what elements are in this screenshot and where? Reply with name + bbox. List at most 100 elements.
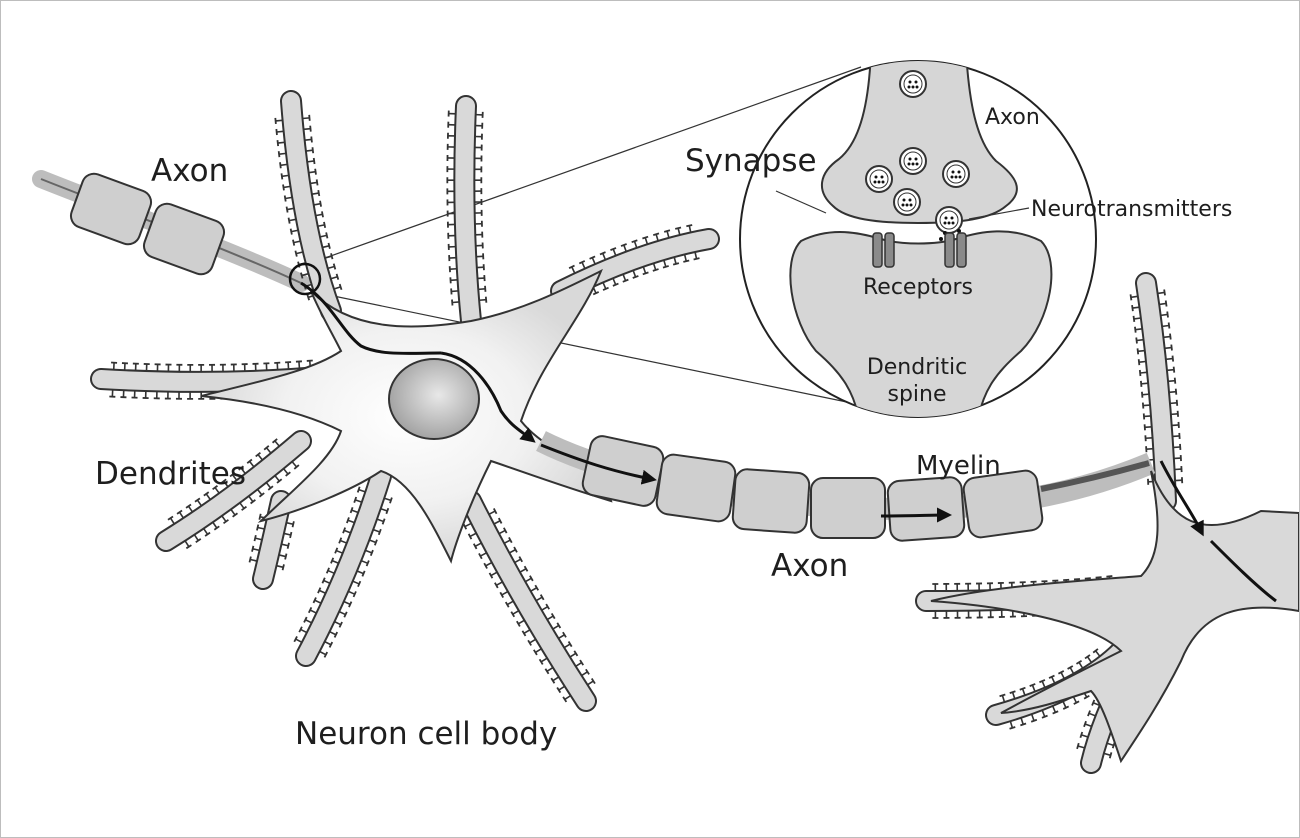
dendritic-spine-stub	[485, 561, 493, 567]
dendritic-spine-head	[632, 275, 639, 279]
dendritic-spine-head	[599, 251, 606, 256]
dendritic-spine-head	[258, 492, 265, 498]
dendritic-spine-stub	[303, 127, 311, 131]
dendritic-spine-stub	[1166, 368, 1175, 372]
dendritic-spine-head	[1132, 315, 1136, 322]
dendritic-spine-stub	[644, 237, 649, 245]
dendritic-spine-stub	[1077, 745, 1085, 749]
dendritic-spine-head	[1166, 311, 1169, 318]
dendritic-spine-head	[1079, 731, 1084, 739]
dendritic-spine-stub	[278, 554, 286, 558]
dendritic-spine-head	[167, 515, 174, 521]
synapse-highlight-circle	[288, 262, 322, 296]
dendritic-spine-head	[293, 464, 300, 470]
dendritic-spine-stub	[327, 265, 335, 270]
neurotransmitter-dot	[873, 180, 877, 184]
receptor-right	[944, 232, 967, 268]
dendritic-spine-head	[1052, 710, 1059, 715]
myelin-segment	[581, 435, 665, 507]
synapse-inset	[739, 60, 1097, 418]
dendritic-spine-head	[346, 517, 350, 524]
neurotransmitter-dot	[954, 175, 958, 179]
dendritic-spine-stub	[334, 620, 342, 626]
dendritic-spine-head	[497, 517, 503, 524]
dendritic-spine-head	[1169, 333, 1172, 340]
dendritic-spine-stub	[358, 488, 366, 493]
dendritic-spine-stub	[1170, 413, 1178, 416]
dendritic-spine-head	[271, 438, 278, 444]
dendritic-spine-stub	[1106, 742, 1114, 747]
dendritic-spine-head	[1172, 366, 1176, 373]
dendritic-spine-stub	[546, 666, 554, 672]
dendrite-fill	[282, 92, 340, 320]
dendritic-spine-stub	[564, 694, 572, 701]
dendritic-spine-stub	[1141, 382, 1149, 385]
dendritic-spine-head	[642, 271, 649, 276]
dendritic-spine-stub	[285, 196, 293, 200]
dendritic-spine-head	[508, 536, 513, 544]
dendritic-spine-head	[610, 247, 617, 251]
dendritic-spine-stub	[517, 619, 525, 625]
dendritic-spine-head	[253, 535, 257, 542]
dendritic-spine-stub	[663, 259, 667, 268]
dendritic-spine-stub	[464, 522, 472, 528]
dendritic-spine-head	[1134, 326, 1137, 333]
dendritic-spine-stub	[307, 160, 315, 163]
dendritic-spine-head	[550, 677, 556, 684]
dendritic-spine-head	[314, 168, 317, 175]
dendritic-spine-head	[1062, 705, 1070, 710]
dendritic-spine-head	[590, 678, 596, 685]
dendritic-spine-stub	[569, 652, 577, 658]
dendritic-spine-stub	[1137, 349, 1145, 353]
dendritic-spine-stub	[308, 170, 316, 174]
dendritic-spine-stub	[248, 460, 255, 468]
dendritic-spine-stub	[313, 202, 321, 206]
dendritic-spine-head	[1091, 699, 1096, 706]
dendritic-spine-head	[1029, 683, 1036, 687]
dendritic-spine-head	[1067, 665, 1074, 670]
label-inset-axon: Axon	[985, 105, 1040, 130]
dendritic-spine-stub	[495, 581, 503, 587]
label-cell-body: Neuron cell body	[295, 716, 557, 752]
dendritic-spine-stub	[552, 676, 560, 682]
dendritic-spine-head	[212, 485, 218, 491]
label-spine: spine	[887, 382, 946, 407]
dendritic-spine-head	[534, 584, 540, 591]
dendritic-spine-stub	[666, 230, 670, 239]
myelin-segment	[655, 453, 737, 523]
dendritic-spine-head	[343, 611, 348, 618]
dendritic-spine-stub	[1135, 328, 1143, 331]
dendritic-spine-stub	[318, 589, 326, 595]
dendritic-spine-head	[488, 572, 494, 579]
dendritic-spine-stub	[1138, 360, 1147, 363]
neurotransmitter-dot	[908, 80, 912, 84]
dendritic-spine-stub	[301, 272, 309, 277]
dendritic-spine-head	[267, 485, 274, 491]
dendritic-spine-stub	[256, 488, 263, 496]
dendritic-spine-stub	[339, 539, 348, 544]
dendritic-spine-head	[256, 524, 260, 531]
dendritic-spine-head	[504, 601, 510, 608]
dendritic-spine-head	[279, 162, 282, 169]
dendritic-spine-stub	[575, 661, 583, 668]
dendritic-spine-head	[330, 557, 335, 564]
dendritic-spine-head	[494, 582, 499, 589]
dendritic-spine-head	[312, 157, 316, 165]
dendritic-spine-head	[631, 239, 638, 244]
dendritic-spine-stub	[324, 255, 332, 259]
dendritic-spine-stub	[612, 277, 617, 286]
dendritic-spine-stub	[304, 138, 312, 141]
myelin-segment	[886, 476, 966, 542]
dendritic-spine-stub	[333, 286, 341, 290]
dendritic-spine-head	[499, 591, 505, 599]
dendritic-spine-head	[652, 268, 659, 272]
neurotransmitters-leader-line	[968, 207, 1030, 220]
dendritic-spine-head	[1092, 648, 1099, 654]
neurotransmitter-dot	[944, 216, 948, 220]
dendritic-spine-head	[285, 471, 291, 477]
dendritic-spine-head	[579, 659, 585, 666]
dendritic-spine-head	[513, 546, 518, 553]
dendritic-spine-head	[683, 259, 690, 263]
dendritic-spine-stub	[214, 487, 220, 494]
